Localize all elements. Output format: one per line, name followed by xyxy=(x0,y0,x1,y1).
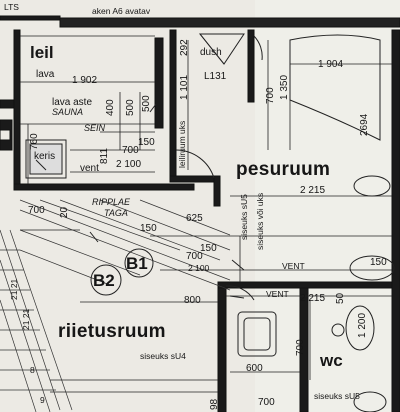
marker-b2: B2 xyxy=(93,271,115,290)
outer-walls xyxy=(0,15,400,412)
room-wc-name: wc xyxy=(320,351,343,370)
marker-circle-b2 xyxy=(90,264,122,296)
dim-400: 400 xyxy=(105,99,116,116)
vent-sauna-label: vent xyxy=(80,163,99,174)
dim-700b: 700 xyxy=(265,87,276,104)
dim-700d: 700 xyxy=(295,339,306,356)
note-ripplae-1: RIPPLAE xyxy=(92,197,131,207)
dim-700f: 700 xyxy=(28,205,45,216)
dim-1101: 1 101 xyxy=(179,74,190,100)
dim-625: 625 xyxy=(186,213,203,224)
room-riietusruum-name: riietusruum xyxy=(58,321,166,342)
room-pesuruum-name: pesuruum xyxy=(236,159,331,180)
fixtures xyxy=(25,33,395,412)
dimension-lines xyxy=(20,35,392,393)
left-edge-b: 21 21 xyxy=(21,308,31,330)
dim-2215b: 2 215 xyxy=(300,293,326,304)
dim-700e: 700 xyxy=(258,397,275,408)
room-leil-sub: lava xyxy=(36,69,55,80)
note-vent-pesu: VENT xyxy=(282,261,305,271)
dim-2100a: 2 100 xyxy=(116,159,142,170)
note-siseuks-voi: siseuks või uks xyxy=(255,192,265,250)
dim-811: 811 xyxy=(99,148,110,164)
note-leiliruum-uks: leiliruum uks xyxy=(177,120,187,168)
sein-label: SEIN xyxy=(84,123,106,133)
dim-98: 98 xyxy=(209,398,220,410)
marker-b1: B1 xyxy=(126,254,148,273)
left-edge-a: 21 21 xyxy=(9,278,19,300)
stair-hatch xyxy=(0,199,231,412)
keris-label: keris xyxy=(34,151,56,162)
dim-1350: 1 350 xyxy=(279,74,290,100)
dim-150b: 150 xyxy=(140,223,157,234)
dim-50: 50 xyxy=(335,292,346,304)
dim-800: 800 xyxy=(184,295,201,306)
header-text: aken A6 avatav xyxy=(92,6,151,16)
dim-1200: 1 200 xyxy=(357,312,368,338)
dim-700a: 700 xyxy=(122,145,139,156)
lava-aste-label: lava aste xyxy=(52,97,93,108)
dim-292: 292 xyxy=(179,39,190,56)
note-siseuks-su5b: siseuks sU5 xyxy=(314,391,360,401)
room-dush-code: L131 xyxy=(204,71,227,82)
left-edge-d: 9 xyxy=(40,395,45,405)
dim-150a: 150 xyxy=(138,137,155,148)
note-vent-wc: VENT xyxy=(266,289,289,299)
note-ripplae-2: TAGA xyxy=(104,208,128,218)
left-edge-c: 8 xyxy=(30,365,35,375)
dim-2215a: 2 215 xyxy=(300,185,326,196)
dim-700c: 700 xyxy=(186,251,203,262)
room-dush-name: dush xyxy=(200,47,222,58)
dim-150c: 150 xyxy=(200,243,217,254)
dim-2100b: 2 100 xyxy=(188,263,210,273)
dim-760: 760 xyxy=(29,133,40,150)
dim-600: 600 xyxy=(246,363,263,374)
corner-text: LTS xyxy=(4,2,19,12)
dim-2694: 2694 xyxy=(359,113,370,136)
dim-1904: 1 904 xyxy=(318,59,344,70)
dim-150d: 150 xyxy=(370,257,387,268)
dim-500b: 500 xyxy=(141,95,152,112)
note-siseuks-su5: siseuks sU5 xyxy=(239,194,249,240)
sauna-label: SAUNA xyxy=(52,107,84,117)
room-leil-dim: 1 902 xyxy=(72,75,98,86)
note-siseuks-su4: siseuks sU4 xyxy=(140,351,186,361)
marker-circle-b1 xyxy=(124,248,154,278)
dim-20: 20 xyxy=(59,206,70,218)
room-leil-name: leil xyxy=(30,43,54,62)
dim-500: 500 xyxy=(125,99,136,116)
